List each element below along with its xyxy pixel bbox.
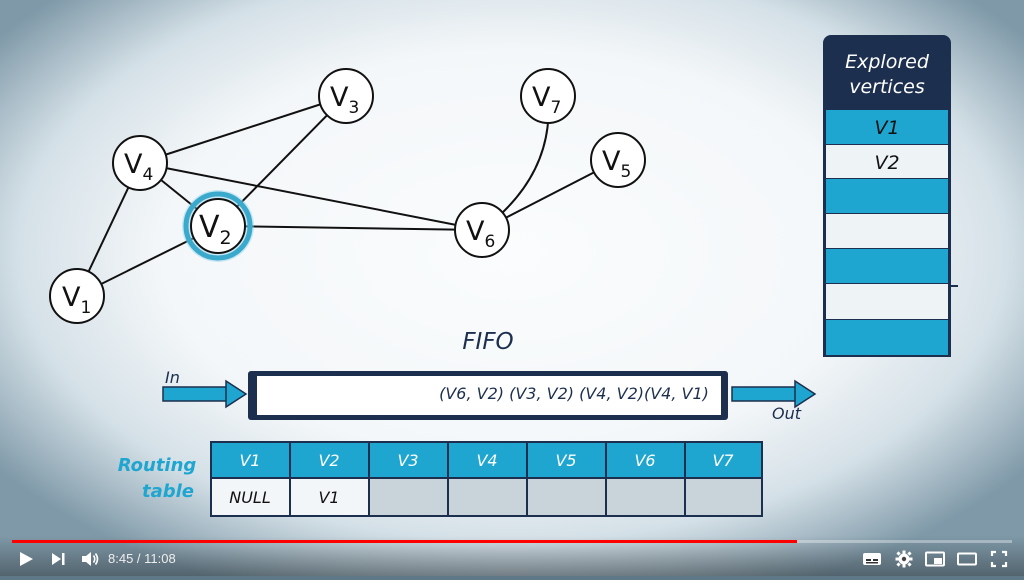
routing-header-cell: V2 [318, 451, 339, 470]
explored-row [826, 284, 948, 319]
explored-row [826, 249, 948, 283]
routing-label-1: Routing [118, 455, 197, 476]
routing-header-cell: V4 [476, 451, 497, 470]
routing-value-cell: V1 [318, 488, 339, 507]
routing-label-2: table [142, 481, 194, 502]
svg-text:V2: V2 [199, 210, 232, 249]
vertex-v3: V3 [318, 68, 374, 124]
fifo-title: FIFO [462, 329, 513, 355]
explored-row [826, 145, 948, 178]
edge-v4-v3 [139, 95, 347, 164]
mute-button[interactable] [78, 546, 102, 572]
routing-header-cell: V7 [712, 451, 734, 470]
next-icon [52, 553, 65, 565]
vertex-v7: V7 [520, 68, 576, 124]
svg-text:V3: V3 [330, 82, 359, 118]
routing-value-cell: NULL [229, 488, 271, 507]
vertex-v2: V2 [182, 190, 254, 262]
next-button[interactable] [46, 546, 70, 572]
routing-header-cell: V3 [397, 451, 418, 470]
fifo-content: (V6, V2) (V3, V2) (V4, V2)(V4, V1) [439, 384, 709, 403]
routing-header-cell: V6 [634, 451, 655, 470]
fullscreen-icon [990, 550, 1008, 568]
fifo-in-label: In [165, 368, 180, 387]
in-arrow-icon [162, 379, 248, 409]
play-button[interactable] [14, 546, 38, 572]
routing-header-row [212, 443, 761, 477]
vertex-v6: V6 [454, 202, 510, 258]
vertex-v5: V5 [590, 132, 646, 188]
explored-vertices-panel: Explored vertices V1 V2 [823, 35, 958, 357]
explored-row [826, 179, 948, 213]
graph-edges [76, 95, 619, 297]
out-arrow-icon [731, 379, 817, 409]
theater-mode-button[interactable] [955, 546, 979, 572]
explored-title-2: vertices [849, 76, 925, 98]
subtitles-icon [863, 553, 881, 565]
svg-text:V1: V1 [62, 282, 91, 318]
fifo-queue: FIFO In (V6, V2) (V3, V2) (V4, V2)(V4, V… [162, 329, 817, 423]
settings-button[interactable] [892, 546, 916, 572]
vertex-v4: V4 [112, 135, 168, 191]
vertex-v1: V1 [49, 268, 105, 324]
explored-row [826, 110, 948, 144]
explored-row [826, 320, 948, 355]
svg-text:V5: V5 [602, 146, 631, 182]
svg-text:V6: V6 [466, 216, 495, 252]
routing-value-row [212, 479, 761, 515]
fullscreen-button[interactable] [987, 546, 1011, 572]
svg-text:V7: V7 [532, 82, 561, 118]
explored-row-1-text: V1 [874, 117, 899, 139]
volume-icon [82, 552, 99, 566]
routing-table: Routing table V1 V2 V3 V4 V5 V6 [118, 441, 763, 517]
routing-header-cell: V1 [239, 451, 260, 470]
progress-bar[interactable] [12, 540, 1012, 543]
fifo-out-label: Out [772, 404, 802, 423]
explored-rows [826, 110, 948, 355]
edge-v4-v6 [139, 162, 483, 231]
routing-header-cell: V5 [555, 451, 576, 470]
explored-title-1: Explored [845, 51, 930, 73]
play-icon [20, 552, 33, 566]
graph-vertices: V3 V4 V2 V1 V7 V5 V6 [49, 68, 646, 324]
miniplayer-button[interactable] [923, 546, 947, 572]
miniplayer-icon [925, 551, 945, 567]
edge-v2-v6 [217, 225, 483, 231]
time-display: 8:45 / 11:08 [108, 551, 176, 566]
theater-icon [957, 552, 977, 566]
explored-row [826, 214, 948, 248]
subtitles-button[interactable] [860, 546, 884, 572]
progress-played [12, 540, 797, 543]
gear-icon [895, 550, 913, 568]
explored-row-2-text: V2 [874, 152, 899, 174]
svg-text:V4: V4 [124, 149, 153, 185]
